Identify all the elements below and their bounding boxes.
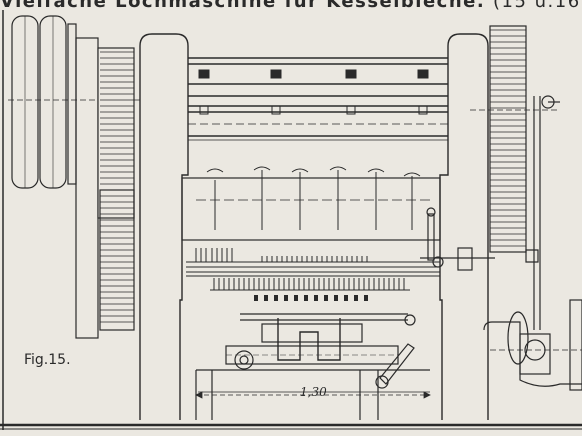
punch-holder <box>181 166 441 241</box>
die-row <box>254 295 368 301</box>
drawing-title: Vielfache Lochmaschine für Kesselbleche.… <box>0 0 582 12</box>
right-bearing-pedestal <box>483 299 582 391</box>
crosshead-bolts <box>198 69 429 115</box>
left-gear-wheel <box>97 47 135 331</box>
figure-label: Fig.15. <box>24 352 71 368</box>
dimension-label: 1,30 <box>300 385 327 399</box>
punch-spring-row <box>186 248 440 291</box>
right-gear-wheel <box>470 25 560 253</box>
drawing-title-figure-reference: (15 u.16) <box>493 0 582 12</box>
work-table <box>225 313 416 389</box>
adjusting-handwheel <box>420 207 495 271</box>
left-gear-teeth <box>100 51 134 323</box>
main-frame <box>139 33 489 420</box>
lever-arm <box>525 95 560 330</box>
drawing-title-text: Vielfache Lochmaschine für Kesselbleche. <box>0 0 486 12</box>
dimension-line <box>195 391 431 399</box>
